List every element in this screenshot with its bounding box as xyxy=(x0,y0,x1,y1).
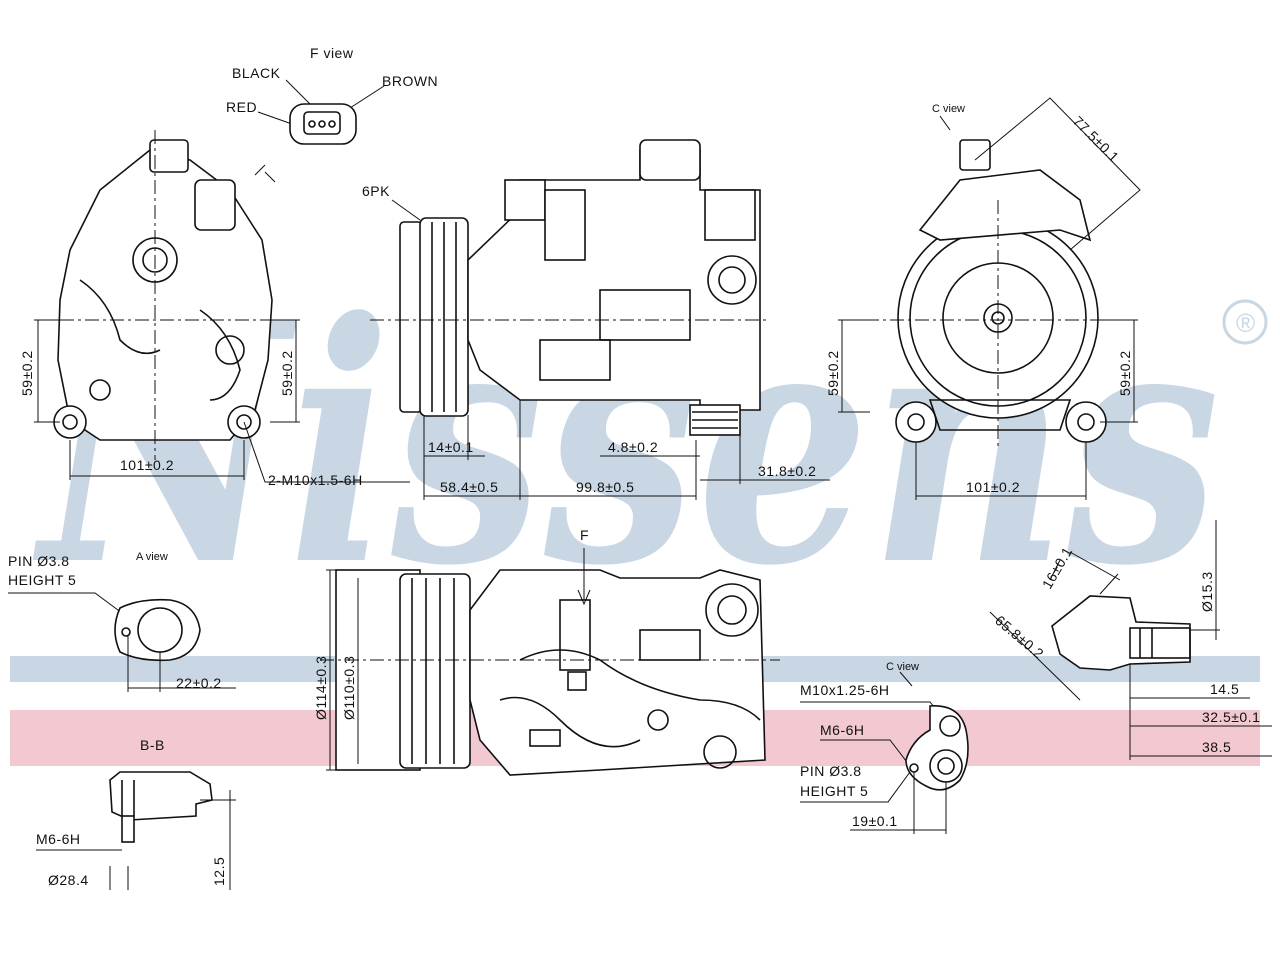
height-c-label: HEIGHT 5 xyxy=(800,783,868,799)
dim-59-right-a: 59±0.2 xyxy=(825,350,841,396)
thread-2-m10-label: 2-M10x1.5-6H xyxy=(268,472,363,488)
pin-c-label: PIN Ø3.8 xyxy=(800,763,862,779)
registered-mark-icon: ® xyxy=(1222,299,1268,345)
svg-text:®: ® xyxy=(1236,308,1255,338)
f-arrow-label: F xyxy=(580,527,589,543)
wire-red-label: RED xyxy=(226,99,257,115)
dim-12-5: 12.5 xyxy=(211,857,227,886)
wire-black-label: BLACK xyxy=(232,65,281,81)
b-b-section: B-B M6-6H Ø28.4 12.5 xyxy=(36,737,236,890)
f-view-connector: F view BLACK BROWN RED xyxy=(226,45,438,145)
dim-4-8: 4.8±0.2 xyxy=(608,439,658,455)
height-a-label: HEIGHT 5 xyxy=(8,572,76,588)
dim-32-5: 32.5±0.1 xyxy=(1202,709,1260,725)
compressor-rear-view-left xyxy=(53,139,273,441)
f-view-label: F view xyxy=(310,45,354,61)
dim-101-left: 101±0.2 xyxy=(120,457,174,473)
c-view-label: C view xyxy=(886,661,919,673)
dim-22: 22±0.2 xyxy=(176,675,222,691)
wire-brown-label: BROWN xyxy=(382,73,438,89)
m6-thread-b-label: M6-6H xyxy=(36,831,81,847)
dim-101-right: 101±0.2 xyxy=(966,479,1020,495)
dim-19: 19±0.1 xyxy=(852,813,898,829)
dim-28-4: Ø28.4 xyxy=(48,872,89,888)
dim-59-left-b: 59±0.2 xyxy=(279,350,295,396)
compressor-side-view xyxy=(399,139,761,436)
dim-110: Ø110±0.3 xyxy=(341,656,357,720)
pin-a-label: PIN Ø3.8 xyxy=(8,553,70,569)
dim-15-3: Ø15.3 xyxy=(1199,571,1215,612)
c-view-detail: C view M10x1.25-6H M6-6H PIN Ø3.8 HEIGHT… xyxy=(800,661,969,834)
dim-14-5: 14.5 xyxy=(1210,681,1239,697)
dim-114: Ø114±0.3 xyxy=(313,656,329,720)
c-view-top-label: C view xyxy=(932,103,965,115)
a-view-label: A view xyxy=(136,551,168,563)
dim-31-8: 31.8±0.2 xyxy=(758,463,816,479)
dim-59-left-a: 59±0.2 xyxy=(19,350,35,396)
dim-77-5: 77.5±0.1 xyxy=(1070,113,1123,166)
a-view-detail: PIN Ø3.8 HEIGHT 5 A view 22±0.2 xyxy=(8,551,236,692)
dim-38-5: 38.5 xyxy=(1202,739,1231,755)
rib-6pk-label: 6PK xyxy=(362,183,390,199)
dim-99-8: 99.8±0.5 xyxy=(576,479,634,495)
dim-14: 14±0.1 xyxy=(428,439,474,455)
dim-58-4: 58.4±0.5 xyxy=(440,479,498,495)
m10-thread-label: M10x1.25-6H xyxy=(800,682,890,698)
b-b-label: B-B xyxy=(140,737,165,753)
m6-thread-c-label: M6-6H xyxy=(820,722,865,738)
compressor-bottom-view xyxy=(335,569,766,776)
dim-59-right-b: 59±0.2 xyxy=(1117,350,1133,396)
